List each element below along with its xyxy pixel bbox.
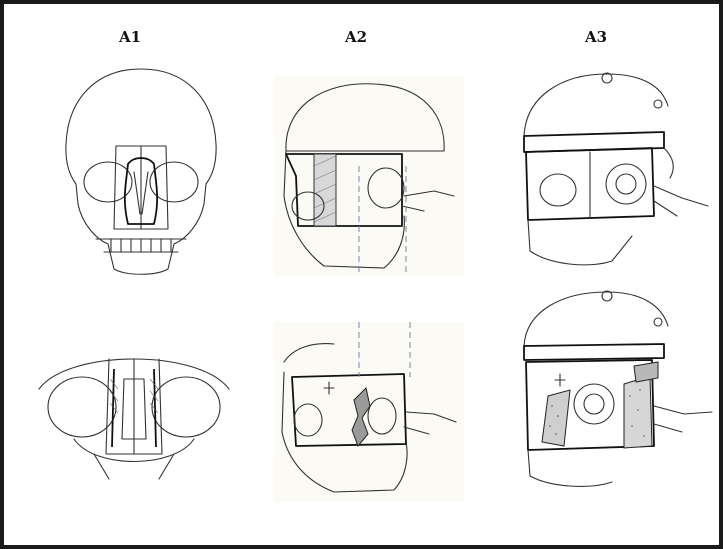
column-label-a1: A1: [119, 28, 141, 46]
column-label-a2: A2: [345, 28, 367, 46]
skull-frontal-illustration: [56, 64, 226, 279]
column-label-a3: A3: [585, 28, 607, 46]
midface-orbits-illustration: [34, 329, 234, 489]
skull-oblique-osteotomy-illustration: [274, 76, 464, 276]
skull-lateral-craniotomy-illustration: [512, 66, 712, 271]
skull-lateral-bone-graft-illustration: [512, 286, 717, 491]
skull-oblique-advanced-illustration: [274, 322, 464, 502]
